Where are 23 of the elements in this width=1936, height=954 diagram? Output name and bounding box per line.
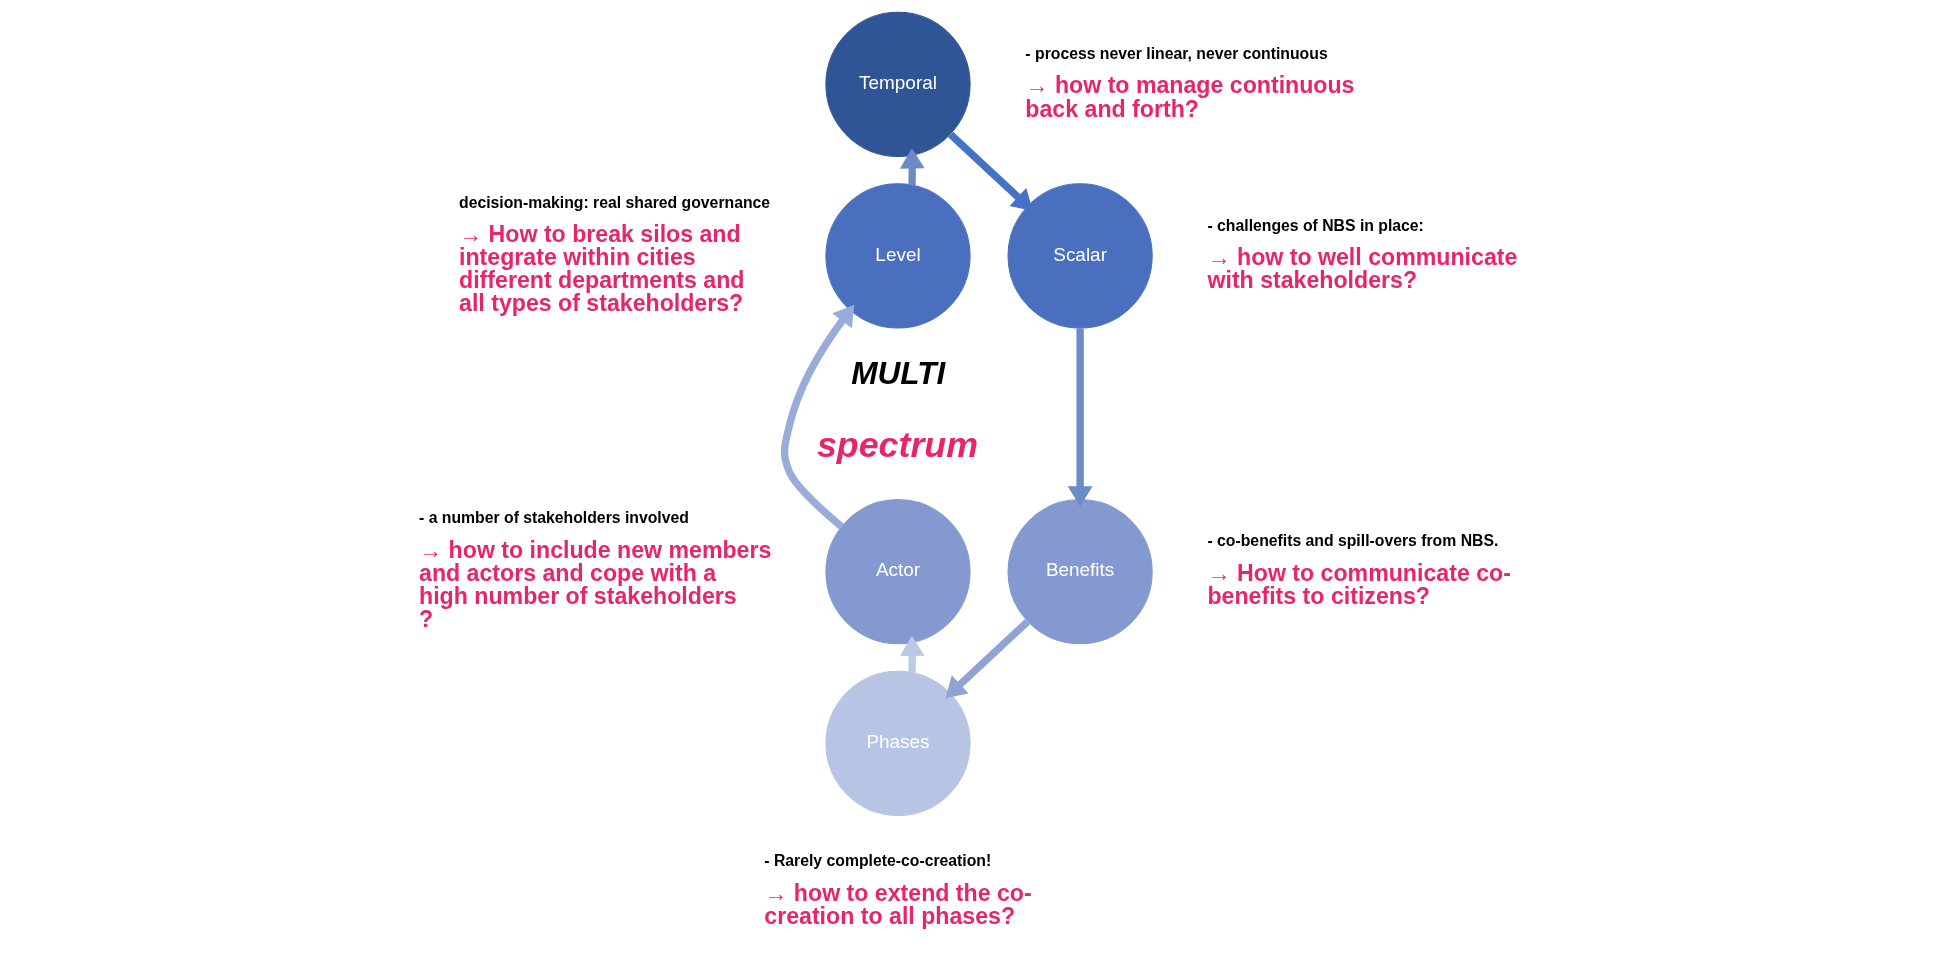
node-label: decision-making: real shared governance [459,193,771,211]
node-label: → how to extend the co-creation to all phases? [764,879,1032,929]
node-label: → how to include new members and actors and cope with a high number of stakeholders ? [419,536,772,633]
node-label: - a number of stakeholders involved [419,509,689,527]
node-label: → how to manage continuous back and forth? [1025,72,1355,122]
arrow [780,304,855,530]
arrow [899,148,925,186]
node-label: - co-benefits and spill-overs from NBS. [1207,532,1499,550]
arrow [1067,328,1093,507]
arrow [899,635,925,673]
node-label: - Rarely complete-co-creation! [764,852,992,870]
arrow [945,619,1030,699]
node-label: → How to break silos and integrate within cities different departments and all types of stakeholders? [459,220,745,317]
label: spectrum [816,424,978,465]
node-label: - process never linear, never continuous [1025,45,1328,63]
node-circle: Benefits [1007,499,1153,645]
node-label: - challenges of NBS in place: [1207,216,1424,234]
node-circle: Actor [825,499,971,645]
node-label: → how to well communicate with stakeholders? [1207,244,1518,294]
arrow [948,131,1033,211]
label: MULTI [851,354,946,391]
node-label: → How to communicate co-benefits to citizens? [1207,559,1511,609]
node-circle: Temporal [825,11,971,157]
